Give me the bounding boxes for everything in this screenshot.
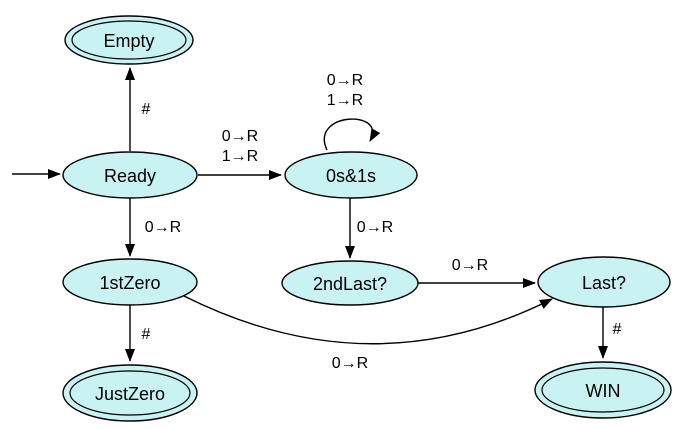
edge-1stzero-to-justzero: # (125, 305, 151, 362)
edge-2ndlast-to-last: 0→R (418, 257, 536, 288)
edge-ready-to-1stzero: 0→R (125, 198, 181, 257)
state-0s1s: 0s&1s (284, 151, 418, 199)
state-last: Last? (537, 256, 671, 308)
state-label: Ready (104, 166, 156, 186)
edge-0s1s-self-loop: 0→R 1→R (323, 72, 381, 151)
edge-label: 0→R (452, 257, 488, 274)
edge-label: 0→R (222, 128, 258, 145)
edge-label: 1→R (222, 148, 258, 165)
state-ready: Ready (62, 151, 198, 199)
edge-ready-to-empty: # (125, 67, 151, 151)
edge-label: # (613, 321, 622, 338)
state-label: JustZero (95, 384, 165, 404)
edge-label: # (142, 326, 151, 343)
edge-label: 1→R (327, 92, 363, 109)
state-label: Last? (582, 273, 626, 293)
state-label: 0s&1s (326, 166, 376, 186)
edge-0s1s-to-2ndlast: 0→R (345, 198, 393, 259)
edge-label: # (142, 101, 151, 118)
edge-label: 0→R (332, 355, 368, 372)
state-2ndlast: 2ndLast? (281, 260, 419, 306)
state-justzero: JustZero (62, 364, 198, 422)
edge-1stzero-to-last: 0→R (183, 295, 553, 372)
state-1stzero: 1stZero (62, 258, 198, 306)
state-label: Empty (103, 31, 154, 51)
state-label: 1stZero (99, 273, 160, 293)
state-win: WIN (534, 361, 672, 419)
state-label: 2ndLast? (313, 274, 387, 294)
edge-last-to-win: # (598, 307, 622, 359)
edge-label: 0→R (357, 219, 393, 236)
edge-ready-to-0s1s: 0→R 1→R (198, 128, 282, 180)
edge-label: 0→R (327, 72, 363, 89)
edge-label: 0→R (145, 219, 181, 236)
state-empty: Empty (64, 15, 194, 65)
state-label: WIN (586, 381, 621, 401)
